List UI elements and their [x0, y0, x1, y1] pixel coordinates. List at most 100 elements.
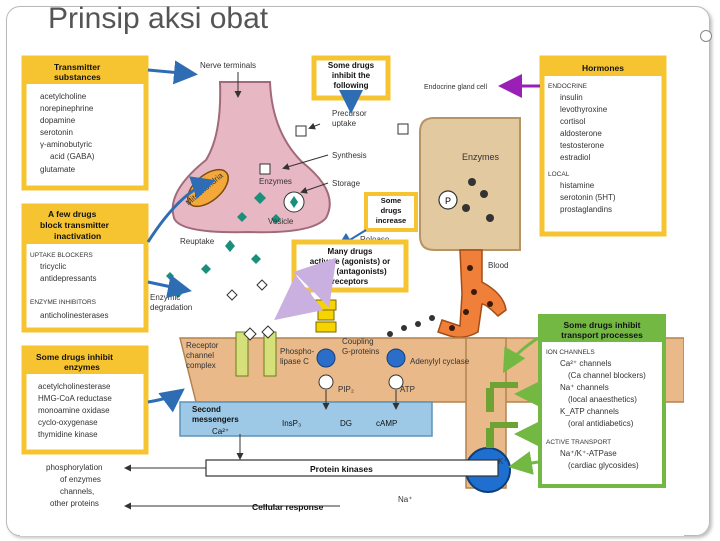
ion-item: Ca²⁺ channels — [560, 359, 611, 368]
endocrine-label: ENDOCRINE — [548, 83, 588, 90]
na-plus-label: Na⁺ — [398, 495, 412, 504]
synthesis-box-title-3: following — [333, 81, 368, 90]
transport-title-1: Some drugs inhibit — [564, 320, 641, 330]
hormone-item: levothyroxine — [560, 105, 608, 114]
inhibit-synthesis-box: Some drugs inhibit the following — [311, 55, 391, 101]
increase-title-1: Some — [381, 196, 401, 205]
receptor-channel-label-2: channel — [186, 351, 214, 360]
endocrine-gland-label: Endocrine gland cell — [424, 84, 487, 91]
inhibit-enzyme-item: thymidine kinase — [38, 430, 98, 439]
hormone-item: histamine — [560, 181, 595, 190]
hormone-item: testosterone — [560, 141, 605, 150]
phospholipase-label-2: lipase C — [280, 357, 309, 366]
uptake-item: tricyclic — [40, 262, 66, 271]
active-transport-label: ACTIVE TRANSPORT — [546, 439, 611, 446]
synthesis-box-title-1: Some drugs — [328, 61, 375, 70]
storage-label: Storage — [332, 179, 361, 188]
coupling-label-2: G-proteins — [342, 347, 379, 356]
k-plus-label: K⁺ — [498, 457, 508, 466]
activate-title-4: receptors — [332, 277, 369, 286]
uptake-blockers-label: UPTAKE BLOCKERS — [30, 252, 93, 259]
receptor-channel — [263, 331, 277, 377]
local-label: LOCAL — [548, 171, 570, 178]
inhibit-enzymes-box: Some drugs inhibit enzymes acetylcholine… — [21, 345, 149, 455]
receptor-channel-label-3: complex — [186, 361, 216, 370]
adenylyl-cyclase-label: Adenylyl cyclase — [410, 357, 470, 366]
active-item: Na⁺/K⁺-ATPase — [560, 449, 617, 458]
coupling-label-1: Coupling — [342, 337, 374, 346]
phosphorylation-label-3: channels, — [60, 487, 94, 496]
storage-vesicle — [290, 196, 298, 208]
phosphorylation-label-2: of enzymes — [60, 475, 101, 484]
p-marker — [259, 163, 271, 175]
inhibit-enzymes-title-1: Some drugs inhibit — [36, 352, 113, 362]
activate-title-2: activate (agonists) or — [310, 257, 390, 266]
ion-item: (Ca channel blockers) — [568, 371, 646, 380]
hormone-item: insulin — [560, 93, 583, 102]
vesicle-dot — [462, 204, 470, 212]
ion-item: (oral antidiabetics) — [568, 419, 634, 428]
g-protein — [386, 348, 406, 368]
activate-title-3: block (antagonists) — [313, 267, 387, 276]
ion-item: Na⁺ channels — [560, 383, 609, 392]
increase-box: Some drugs increase — [364, 192, 418, 232]
reuptake-label: Reuptake — [180, 237, 215, 246]
ion-item: (local anaesthetics) — [568, 395, 637, 404]
transport-title-2: transport processes — [561, 330, 643, 340]
atp-label: ATP — [400, 385, 415, 394]
transmitter-item: acetylcholine — [40, 92, 87, 101]
ca2-label: Ca²⁺ — [212, 427, 229, 436]
synthesis-label: Synthesis — [332, 151, 367, 160]
enzyme-inhibitors-label: ENZYME INHIBITORS — [30, 299, 97, 306]
activate-block-box: Many drugs activate (agonists) or block … — [291, 239, 409, 293]
block-inactivation-box: A few drugs block transmitter inactivati… — [21, 203, 149, 333]
second-messenger-band — [179, 401, 433, 437]
slide-nav-dot[interactable] — [700, 30, 712, 42]
activate-title-1: Many drugs — [328, 247, 373, 256]
phosphorylation-label-1: phosphorylation — [46, 463, 102, 472]
storage-vesicle — [237, 212, 247, 222]
inhibit-enzyme-item: monoamine oxidase — [38, 406, 110, 415]
ion-channels-label: ION CHANNELS — [546, 349, 595, 356]
vesicle-label: Vesicle — [268, 217, 294, 226]
p-marker — [397, 123, 409, 135]
vesicle-dot — [468, 178, 476, 186]
active-item: (cardiac glycosides) — [568, 461, 639, 470]
increase-title-3: increase — [376, 216, 406, 225]
phospholipase-label-1: Phospho- — [280, 347, 315, 356]
p-marker — [295, 125, 307, 137]
second-messengers-label-2: messengers — [192, 415, 239, 424]
hormone-item: prostaglandins — [560, 205, 612, 214]
second-messengers-label-1: Second — [192, 405, 221, 414]
precursor-uptake-label-1: Precursor — [332, 109, 367, 118]
hormone-item: serotonin (5HT) — [560, 193, 616, 202]
hormones-box: Hormones ENDOCRINE insulin levothyroxine… — [539, 55, 667, 237]
receptor-channel — [235, 331, 249, 377]
storage-vesicle — [271, 214, 281, 224]
protein-kinases-label: Protein kinases — [310, 464, 373, 474]
hormone-item: estradiol — [560, 153, 590, 162]
cellular-response-label: Cellular response — [252, 502, 324, 512]
blood-label: Blood — [488, 261, 508, 270]
ion-item: K_ATP channels — [560, 407, 619, 416]
slide-title: Prinsip aksi obat — [48, 2, 269, 35]
nerve-terminals-label: Nerve terminals — [200, 61, 256, 70]
transmitter-title-2: substances — [54, 72, 101, 82]
receptor-channel-label-1: Receptor — [186, 341, 219, 350]
increase-title-2: drugs — [381, 206, 402, 215]
block-title-2: block transmitter — [40, 220, 110, 230]
enzyme-circle — [438, 190, 458, 210]
inhibit-enzyme-item: HMG-CoA reductase — [38, 394, 112, 403]
camp-label: cAMP — [376, 419, 397, 428]
drug-action-diagram: P Enzymes Mitochondria Enzymes Vesicle N… — [20, 42, 685, 536]
storage-vesicle — [254, 192, 266, 204]
inhibit-enzyme-item: acetylcholinesterase — [38, 382, 111, 391]
transmitter-substances-box: Transmitter substances acetylcholine nor… — [21, 55, 149, 191]
nerve-terminal — [171, 81, 331, 234]
transmitter-item: serotonin — [40, 128, 73, 137]
transmitter-item: γ-aminobutyric — [40, 140, 92, 149]
insp3-label: InsP₃ — [282, 419, 301, 428]
transmitter-item: dopamine — [40, 116, 76, 125]
transmitter-item: glutamate — [40, 165, 76, 174]
vesicle-dot — [480, 190, 488, 198]
